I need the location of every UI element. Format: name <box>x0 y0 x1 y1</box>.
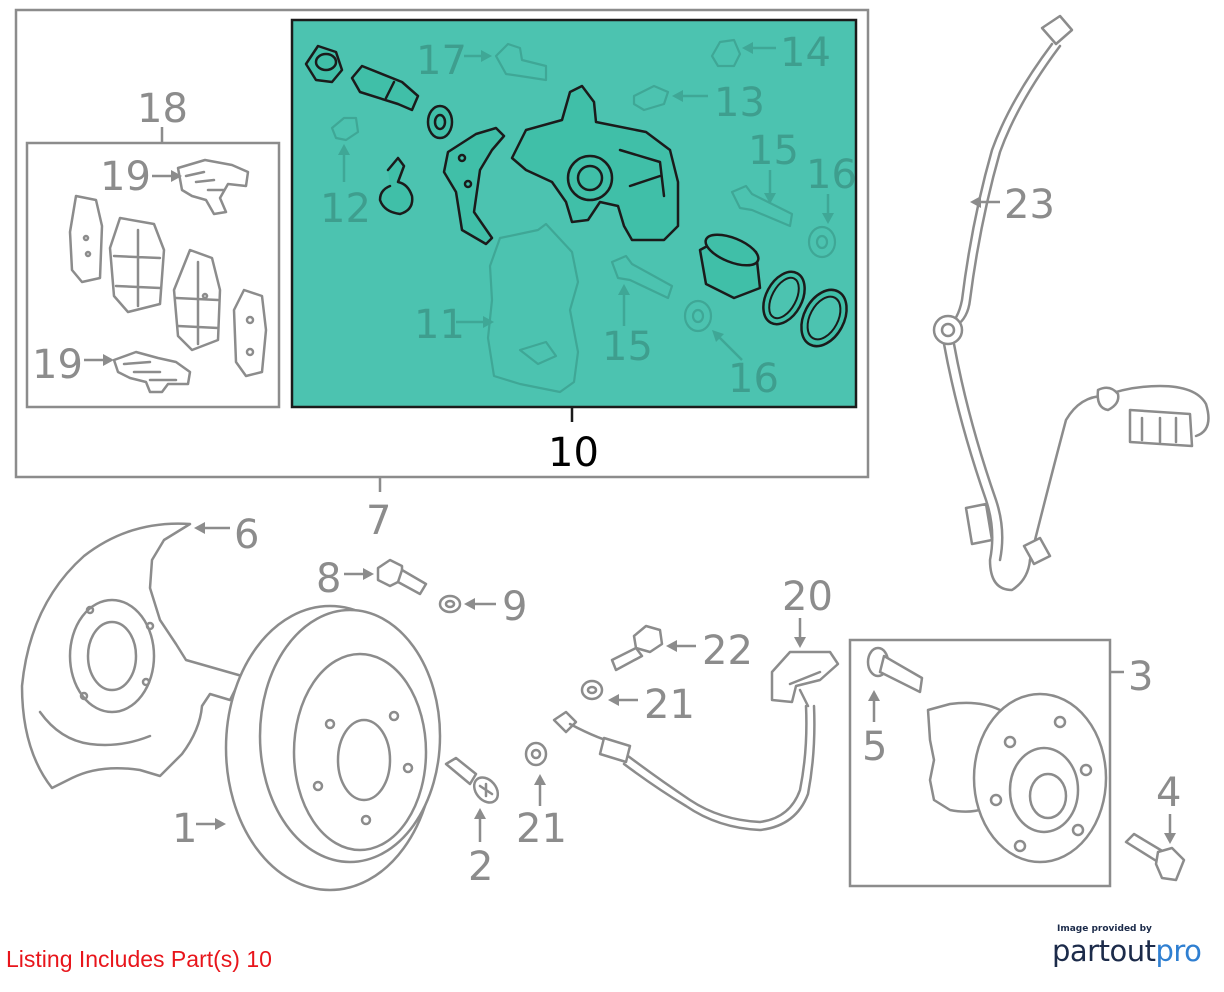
union-washer-upper[interactable] <box>580 679 604 701</box>
brake-pad-outer[interactable] <box>172 248 222 352</box>
callout-7[interactable]: 7 <box>366 498 391 544</box>
anti-rattle-spring[interactable] <box>378 156 414 216</box>
callout-14[interactable]: 14 <box>780 30 831 76</box>
dust-shield[interactable] <box>20 522 244 790</box>
callout-13[interactable]: 13 <box>714 80 765 126</box>
callout-1[interactable]: 1 <box>172 806 197 852</box>
brand-accent: pro <box>1155 934 1202 968</box>
callout-22[interactable]: 22 <box>702 628 753 674</box>
pin-cap-upper[interactable] <box>807 225 837 259</box>
arrow-8 <box>363 568 374 580</box>
callout-9[interactable]: 9 <box>502 584 527 630</box>
brake-hose[interactable] <box>552 650 840 832</box>
caliper-bracket[interactable] <box>486 222 580 394</box>
arrow-6 <box>194 522 205 534</box>
union-washer-lower[interactable] <box>524 741 548 767</box>
arrow-1 <box>215 818 226 830</box>
piston-boot[interactable] <box>792 282 855 354</box>
callout-21-lower[interactable]: 21 <box>516 806 567 852</box>
wheel-speed-sensor-harness[interactable] <box>932 14 1210 592</box>
arrow-21-lower <box>534 774 546 785</box>
caliper-piston[interactable] <box>698 228 762 300</box>
brake-disc-rotor[interactable] <box>224 604 442 892</box>
callout-21-upper[interactable]: 21 <box>644 682 695 728</box>
bleeder-cap[interactable] <box>330 116 360 142</box>
arrow-4 <box>1164 833 1176 844</box>
brake-pad-backing-left[interactable] <box>68 194 104 284</box>
arrow-17 <box>481 50 492 62</box>
pad-kit-box-18 <box>25 141 281 409</box>
arrow-16-lower <box>712 330 724 342</box>
guide-pin-seal[interactable] <box>426 104 454 140</box>
callout-8[interactable]: 8 <box>316 556 341 602</box>
arrow-19-lower <box>103 354 114 366</box>
arrow-20 <box>794 637 806 648</box>
arrow-13 <box>672 90 683 102</box>
arrow-12 <box>338 144 350 155</box>
arrow-14 <box>742 42 753 54</box>
callout-23[interactable]: 23 <box>1004 182 1055 228</box>
arrow-23 <box>970 196 981 208</box>
image-credit: Image provided by partoutpro <box>1052 924 1212 968</box>
callout-20[interactable]: 20 <box>782 574 833 620</box>
caliper-housing[interactable] <box>510 84 680 242</box>
caliper-bolt[interactable] <box>494 42 548 82</box>
pin-cap-lower[interactable] <box>683 299 713 333</box>
arrow-22 <box>666 640 677 652</box>
caliper-mount-bolt[interactable] <box>376 558 428 596</box>
arrow-16-upper <box>822 213 834 224</box>
callout-17[interactable]: 17 <box>416 38 467 84</box>
arrow-5 <box>868 690 880 701</box>
brake-pad-inner[interactable] <box>108 216 166 314</box>
arrow-15-upper <box>764 193 776 204</box>
callout-4[interactable]: 4 <box>1156 770 1181 816</box>
assembly-box-7 <box>14 8 870 479</box>
callout-19-upper[interactable]: 19 <box>100 154 151 200</box>
arrow-2 <box>474 808 486 819</box>
guide-pin-boot[interactable] <box>304 44 344 84</box>
callout-5[interactable]: 5 <box>862 724 887 770</box>
arrow-11 <box>483 316 494 328</box>
callout-15-lower[interactable]: 15 <box>602 324 653 370</box>
wheel-hub-bearing[interactable] <box>926 692 1108 864</box>
callout-16-lower[interactable]: 16 <box>728 356 779 402</box>
listing-note: Listing Includes Part(s) 10 <box>6 946 272 972</box>
guide-pin-bushing[interactable] <box>350 64 420 112</box>
disc-screw[interactable] <box>444 756 503 807</box>
callout-3[interactable]: 3 <box>1128 654 1153 700</box>
hub-bolt[interactable] <box>1124 832 1186 882</box>
callout-6[interactable]: 6 <box>234 512 259 558</box>
callout-16-upper[interactable]: 16 <box>806 152 857 198</box>
brand-main: partout <box>1052 934 1156 968</box>
hose-union-bolt[interactable] <box>610 624 664 672</box>
mount-washer[interactable] <box>438 594 462 614</box>
callout-11[interactable]: 11 <box>414 302 465 348</box>
arrow-15-lower <box>618 284 630 295</box>
bleeder-cap-small[interactable] <box>710 38 742 68</box>
guide-pin-lower[interactable] <box>610 254 674 300</box>
bleeder-screw[interactable] <box>632 84 670 112</box>
brand-logo[interactable]: partoutpro <box>1052 934 1212 968</box>
credit-line: Image provided by <box>1057 924 1152 934</box>
leader-16-lower <box>717 335 743 361</box>
arrow-19-upper <box>171 170 182 182</box>
callout-2[interactable]: 2 <box>468 844 493 890</box>
pad-clip-upper[interactable] <box>176 158 250 216</box>
piston-seal[interactable] <box>755 265 813 331</box>
callout-12[interactable]: 12 <box>320 186 371 232</box>
callout-18[interactable]: 18 <box>137 86 188 132</box>
caliper-support-plate[interactable] <box>442 126 506 246</box>
callout-15-upper[interactable]: 15 <box>748 128 799 174</box>
brake-pad-backing-right[interactable] <box>232 288 268 378</box>
arrow-21-upper <box>608 694 619 706</box>
guide-pin-upper[interactable] <box>730 184 794 228</box>
callout-19-lower[interactable]: 19 <box>32 342 83 388</box>
callout-10[interactable]: 10 <box>548 430 599 476</box>
pad-clip-lower[interactable] <box>112 350 192 394</box>
hub-box-3 <box>848 638 1112 888</box>
hub-stud[interactable] <box>866 646 924 694</box>
arrow-9 <box>464 598 475 610</box>
